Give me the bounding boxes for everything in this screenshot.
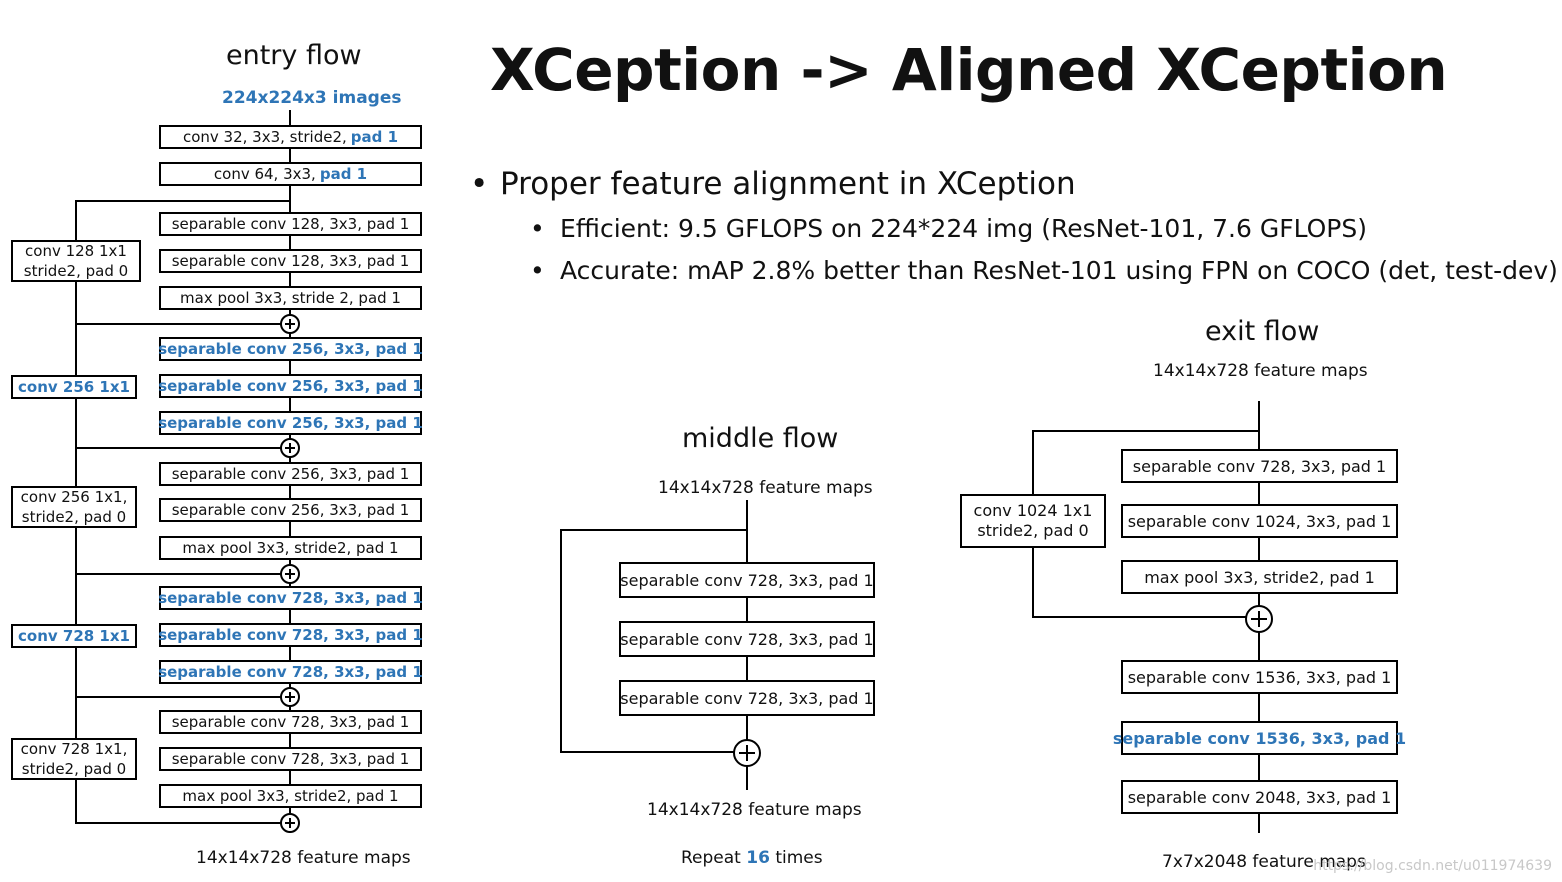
middle-layer: separable conv 728, 3x3, pad 1: [619, 680, 875, 716]
bullet-sub: • Efficient: 9.5 GFLOPS on 224*224 img (R…: [530, 214, 1367, 243]
entry-conv1-label: conv 32, 3x3, stride2,: [182, 128, 347, 146]
entry-block5-layer: max pool 3x3, stride2, pad 1: [159, 784, 422, 808]
exit-layer: separable conv 728, 3x3, pad 1: [1121, 449, 1398, 483]
entry-skip1-line1: conv 128 1x1: [25, 242, 127, 260]
entry-skip4-box: conv 728 1x1: [11, 624, 137, 648]
exit-flow-output: 7x7x2048 feature maps: [1162, 852, 1366, 872]
entry-block2-layer: separable conv 256, 3x3, pad 1: [158, 337, 423, 361]
entry-block5-layer: separable conv 728, 3x3, pad 1: [159, 710, 422, 734]
exit-post-layer: separable conv 1536, 3x3, pad 1: [1121, 660, 1398, 694]
add-icon: [280, 564, 300, 584]
entry-merge-line: [75, 696, 291, 698]
entry-block2-layer: separable conv 256, 3x3, pad 1: [158, 411, 423, 435]
watermark: https://blog.csdn.net/u011974639: [1313, 858, 1552, 874]
entry-block4-layer: separable conv 728, 3x3, pad 1: [158, 586, 423, 610]
add-icon: [280, 438, 300, 458]
entry-conv2-pad: pad 1: [319, 165, 368, 183]
bullet-dot-icon: •: [470, 166, 489, 202]
bullet-main: • Proper feature alignment in XCeption: [470, 166, 1076, 202]
exit-branch-line: [1032, 430, 1260, 432]
entry-skip3-box: conv 256 1x1, stride2, pad 0: [11, 486, 137, 528]
entry-conv2-box: conv 64, 3x3, pad 1: [159, 162, 422, 186]
middle-merge-line: [560, 751, 748, 753]
bullet-sub-text: Accurate: mAP 2.8% better than ResNet-10…: [560, 256, 1558, 285]
exit-flow-title: exit flow: [1205, 316, 1320, 347]
entry-skip1-box: conv 128 1x1 stride2, pad 0: [11, 240, 141, 282]
entry-merge-line: [75, 822, 291, 824]
entry-block1-layer: max pool 3x3, stride 2, pad 1: [159, 286, 422, 310]
middle-flow-repeat: Repeat 16 times: [681, 848, 823, 868]
entry-merge-line: [75, 323, 291, 325]
middle-layer: separable conv 728, 3x3, pad 1: [619, 621, 875, 657]
repeat-prefix: Repeat: [681, 848, 747, 868]
entry-block2-layer: separable conv 256, 3x3, pad 1: [158, 374, 423, 398]
middle-flow-output: 14x14x728 feature maps: [647, 800, 862, 820]
exit-skip-line2: stride2, pad 0: [977, 521, 1089, 540]
entry-skip2-box: conv 256 1x1: [11, 375, 137, 399]
exit-merge-line: [1032, 616, 1260, 618]
entry-block3-layer: separable conv 256, 3x3, pad 1: [159, 462, 422, 486]
entry-branch-line: [75, 200, 291, 202]
bullet-dot-icon: •: [530, 256, 545, 285]
entry-merge-line: [75, 573, 291, 575]
entry-skip1-line2: stride2, pad 0: [23, 262, 129, 280]
exit-layer: max pool 3x3, stride2, pad 1: [1121, 560, 1398, 594]
entry-conv1-pad: pad 1: [350, 128, 399, 146]
add-icon: [280, 813, 300, 833]
repeat-suffix: times: [769, 848, 823, 868]
entry-skip3-line2: stride2, pad 0: [21, 508, 127, 526]
add-icon: [280, 314, 300, 334]
entry-block3-layer: max pool 3x3, stride2, pad 1: [159, 536, 422, 560]
entry-flow-output: 14x14x728 feature maps: [196, 848, 411, 868]
bullet-main-text: Proper feature alignment in XCeption: [500, 166, 1076, 202]
entry-block4-layer: separable conv 728, 3x3, pad 1: [158, 623, 423, 647]
entry-flow-title: entry flow: [226, 40, 362, 71]
exit-post-layer-highlighted: separable conv 1536, 3x3, pad 1: [1113, 721, 1406, 755]
repeat-count: 16: [746, 848, 770, 868]
entry-skip5-box: conv 728 1x1, stride2, pad 0: [11, 738, 137, 780]
bullet-sub-text: Efficient: 9.5 GFLOPS on 224*224 img (Re…: [560, 214, 1367, 243]
bullet-sub: • Accurate: mAP 2.8% better than ResNet-1…: [530, 256, 1558, 285]
middle-layer: separable conv 728, 3x3, pad 1: [619, 562, 875, 598]
entry-skip5-line1: conv 728 1x1,: [20, 740, 128, 758]
exit-skip-box: conv 1024 1x1 stride2, pad 0: [960, 494, 1106, 548]
entry-skip3-line1: conv 256 1x1,: [20, 488, 128, 506]
entry-skip5-line2: stride2, pad 0: [21, 760, 127, 778]
add-icon: [1245, 605, 1273, 633]
entry-block5-layer: separable conv 728, 3x3, pad 1: [159, 747, 422, 771]
bullet-dot-icon: •: [530, 214, 545, 243]
entry-block1-layer: separable conv 128, 3x3, pad 1: [159, 249, 422, 273]
exit-skip-line1: conv 1024 1x1: [973, 501, 1093, 520]
exit-flow-input: 14x14x728 feature maps: [1153, 361, 1368, 381]
entry-conv1-box: conv 32, 3x3, stride2, pad 1: [159, 125, 422, 149]
middle-flow-title: middle flow: [682, 423, 839, 454]
entry-block1-layer: separable conv 128, 3x3, pad 1: [159, 212, 422, 236]
slide-title: XCeption -> Aligned XCeption: [490, 36, 1448, 104]
exit-layer: separable conv 1024, 3x3, pad 1: [1121, 504, 1398, 538]
add-icon: [280, 687, 300, 707]
entry-block4-layer: separable conv 728, 3x3, pad 1: [158, 660, 423, 684]
exit-post-layer: separable conv 2048, 3x3, pad 1: [1121, 780, 1398, 814]
middle-branch-line: [560, 529, 748, 531]
entry-conv2-label: conv 64, 3x3,: [213, 165, 316, 183]
entry-block3-layer: separable conv 256, 3x3, pad 1: [159, 498, 422, 522]
entry-flow-input: 224x224x3 images: [222, 88, 402, 108]
add-icon: [733, 739, 761, 767]
middle-skip-line: [560, 529, 562, 753]
entry-merge-line: [75, 447, 291, 449]
middle-flow-input: 14x14x728 feature maps: [658, 478, 873, 498]
